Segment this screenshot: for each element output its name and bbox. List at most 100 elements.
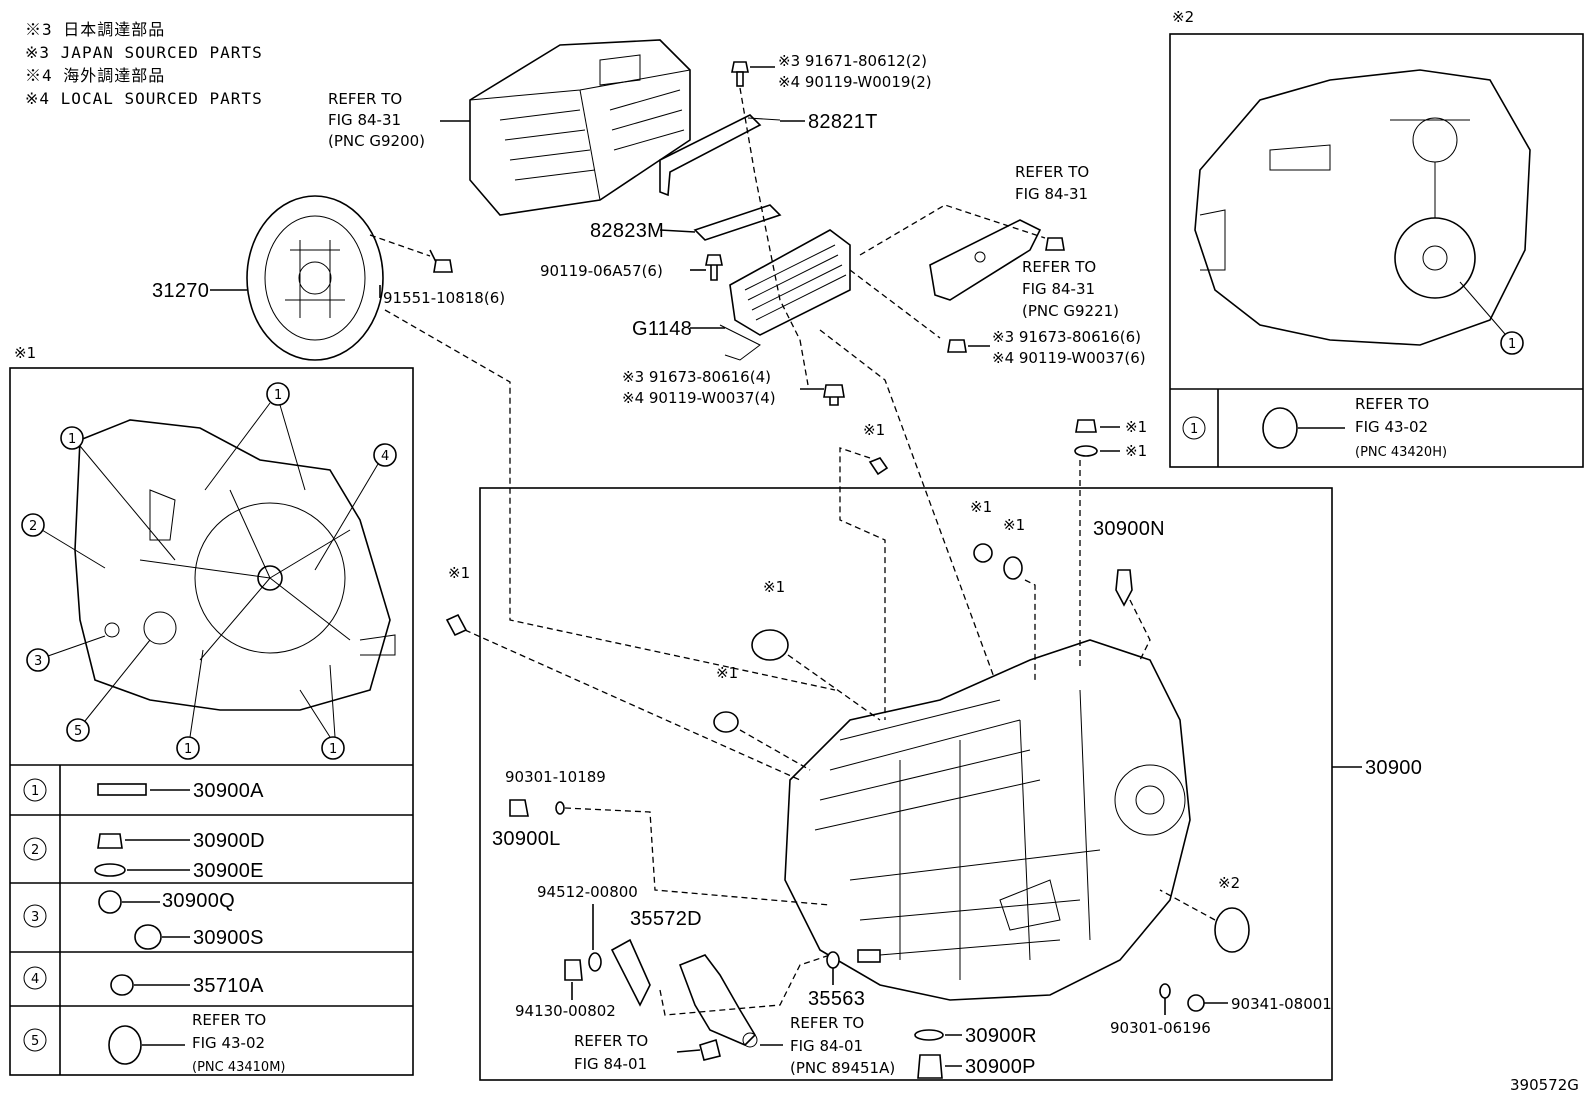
- oring-90301-06196-drawing: [1159, 983, 1171, 999]
- bracket-35572d-drawing: [610, 938, 651, 1007]
- sensor-89451a-drawing: [678, 954, 758, 1048]
- transaxle-housing-rear-drawing: [1194, 69, 1531, 346]
- refer-bottom-mid-line2[interactable]: FIG 84-01: [790, 1037, 863, 1055]
- ecu-g1148-drawing: [719, 229, 851, 361]
- plug-30900n-drawing: [1115, 569, 1133, 607]
- part-91673-6[interactable]: ※3 91673-80616(6): [992, 328, 1141, 346]
- left-callout-1b: 1: [204, 382, 306, 491]
- part-91551[interactable]: 91551-10818(6): [383, 289, 505, 307]
- part-90301-10189[interactable]: 90301-10189: [505, 768, 606, 786]
- refer-top-line2[interactable]: FIG 84-31: [328, 111, 401, 129]
- seal-star1-mid-drawing: [1003, 556, 1023, 580]
- svg-text:5: 5: [31, 1034, 39, 1049]
- part-90119-06a57[interactable]: 90119-06A57(6): [540, 262, 663, 280]
- svg-text:2: 2: [31, 843, 39, 858]
- plug-90341-drawing: [1187, 994, 1205, 1012]
- star1-bolt-top: ※1: [863, 421, 885, 439]
- svg-text:3: 3: [31, 910, 39, 925]
- part-90341[interactable]: 90341-08001: [1231, 995, 1332, 1013]
- washer-right-drawing: [1074, 445, 1098, 457]
- part-90119-w0019[interactable]: ※4 90119-W0019(2): [778, 73, 932, 91]
- svg-text:2: 2: [29, 519, 37, 534]
- oring-35563-drawing: [826, 951, 840, 969]
- bracket-82821t-drawing: [659, 114, 781, 197]
- left-row-4: 4 35710A: [23, 966, 264, 997]
- left-callout-1d: 1: [299, 664, 345, 760]
- part-35572d[interactable]: 35572D: [630, 908, 702, 930]
- refer-43420h-line3[interactable]: (PNC 43420H): [1355, 445, 1447, 460]
- bolt-91551-drawing: [429, 249, 453, 273]
- svg-text:1: 1: [68, 432, 76, 447]
- star1-washer-right: ※1: [1125, 442, 1147, 460]
- refer-right-b-line3[interactable]: (PNC G9221): [1022, 302, 1119, 320]
- refer-top-line3[interactable]: (PNC G9200): [328, 132, 425, 150]
- left-callout-2: 2: [21, 513, 106, 569]
- refer-right-b-line1[interactable]: REFER TO: [1022, 258, 1096, 276]
- left-callout-1c: 1: [176, 649, 204, 760]
- part-30900s[interactable]: 30900S: [193, 927, 264, 949]
- part-90301-06196[interactable]: 90301-06196: [1110, 1019, 1211, 1037]
- main-assembly-box: [479, 487, 1333, 1081]
- drawing-number: 390572G: [1510, 1076, 1579, 1094]
- part-30900a[interactable]: 30900A: [193, 780, 264, 802]
- plug-30900l-drawing: [509, 799, 529, 817]
- refer-43410m-line3[interactable]: (PNC 43410M): [192, 1060, 286, 1075]
- svg-text:1: 1: [1508, 337, 1516, 352]
- refer-bottom-mid-line3[interactable]: (PNC 89451A): [790, 1059, 895, 1077]
- right-callout-1: 1: [1459, 281, 1524, 355]
- part-82823m[interactable]: 82823M: [590, 220, 664, 242]
- part-90119-w0037-6[interactable]: ※4 90119-W0037(6): [992, 349, 1146, 367]
- part-30900r[interactable]: 30900R: [965, 1025, 1037, 1047]
- refer-43420h-line2[interactable]: FIG 43-02: [1355, 418, 1428, 436]
- refer-43410m-line1[interactable]: REFER TO: [192, 1011, 266, 1029]
- star1-bolt-left: ※1: [448, 564, 470, 582]
- refer-bottom-mid-line1[interactable]: REFER TO: [790, 1014, 864, 1032]
- star1-seal-big: ※1: [763, 578, 785, 596]
- left-callout-1a: 1: [60, 426, 176, 561]
- damper-31270-drawing: [246, 195, 384, 361]
- refer-top-line1[interactable]: REFER TO: [328, 90, 402, 108]
- left-box: [9, 367, 414, 1076]
- bolt-91673-4-drawing: [823, 384, 845, 406]
- left-callout-5: 5: [66, 639, 151, 742]
- part-30900q[interactable]: 30900Q: [162, 890, 235, 912]
- part-30900n[interactable]: 30900N: [1093, 518, 1165, 540]
- refer-right-b-line2[interactable]: FIG 84-31: [1022, 280, 1095, 298]
- part-94130[interactable]: 94130-00802: [515, 1002, 616, 1020]
- refer-right-a-line1[interactable]: REFER TO: [1015, 163, 1089, 181]
- part-31270[interactable]: 31270: [152, 280, 209, 302]
- right-row-1: 1 REFER TO FIG 43-02 (PNC 43420H): [1182, 395, 1447, 460]
- header-line-4: ※4 LOCAL SOURCED PARTS: [25, 89, 263, 108]
- part-30900[interactable]: 30900: [1365, 757, 1422, 779]
- star2-seal: ※2: [1218, 874, 1240, 892]
- part-90119-w0037-4[interactable]: ※4 90119-W0037(4): [622, 389, 776, 407]
- right-box-title: ※2: [1172, 8, 1194, 26]
- part-94512[interactable]: 94512-00800: [537, 883, 638, 901]
- bolt-90119-06a57-drawing: [705, 254, 723, 281]
- refer-bottom-left-line1[interactable]: REFER TO: [574, 1032, 648, 1050]
- part-35563[interactable]: 35563: [808, 988, 865, 1010]
- part-30900e[interactable]: 30900E: [193, 860, 264, 882]
- left-callout-3: 3: [26, 635, 106, 672]
- part-35710a[interactable]: 35710A: [193, 975, 264, 997]
- plug-30900p-drawing: [917, 1054, 943, 1079]
- part-30900d[interactable]: 30900D: [193, 830, 265, 852]
- part-30900l[interactable]: 30900L: [492, 828, 561, 850]
- star1-plug-right: ※1: [1125, 418, 1147, 436]
- refer-right-a-line2[interactable]: FIG 84-31: [1015, 185, 1088, 203]
- seal-star1-small-drawing: [713, 711, 739, 733]
- part-g1148[interactable]: G1148: [632, 318, 692, 340]
- inverter-assembly-drawing: [469, 39, 691, 216]
- refer-43420h-line1[interactable]: REFER TO: [1355, 395, 1429, 413]
- refer-bottom-left-line2[interactable]: FIG 84-01: [574, 1055, 647, 1073]
- part-30900p[interactable]: 30900P: [965, 1056, 1036, 1078]
- star1-seal-small: ※1: [716, 664, 738, 682]
- plug-star1-mid-drawing: [973, 543, 993, 563]
- part-82821t[interactable]: 82821T: [808, 111, 878, 133]
- refer-43410m-line2[interactable]: FIG 43-02: [192, 1034, 265, 1052]
- seal-star2-drawing: [1214, 907, 1250, 953]
- part-91673-4[interactable]: ※3 91673-80616(4): [622, 368, 771, 386]
- right-box: [1169, 33, 1584, 468]
- part-91671[interactable]: ※3 91671-80612(2): [778, 52, 927, 70]
